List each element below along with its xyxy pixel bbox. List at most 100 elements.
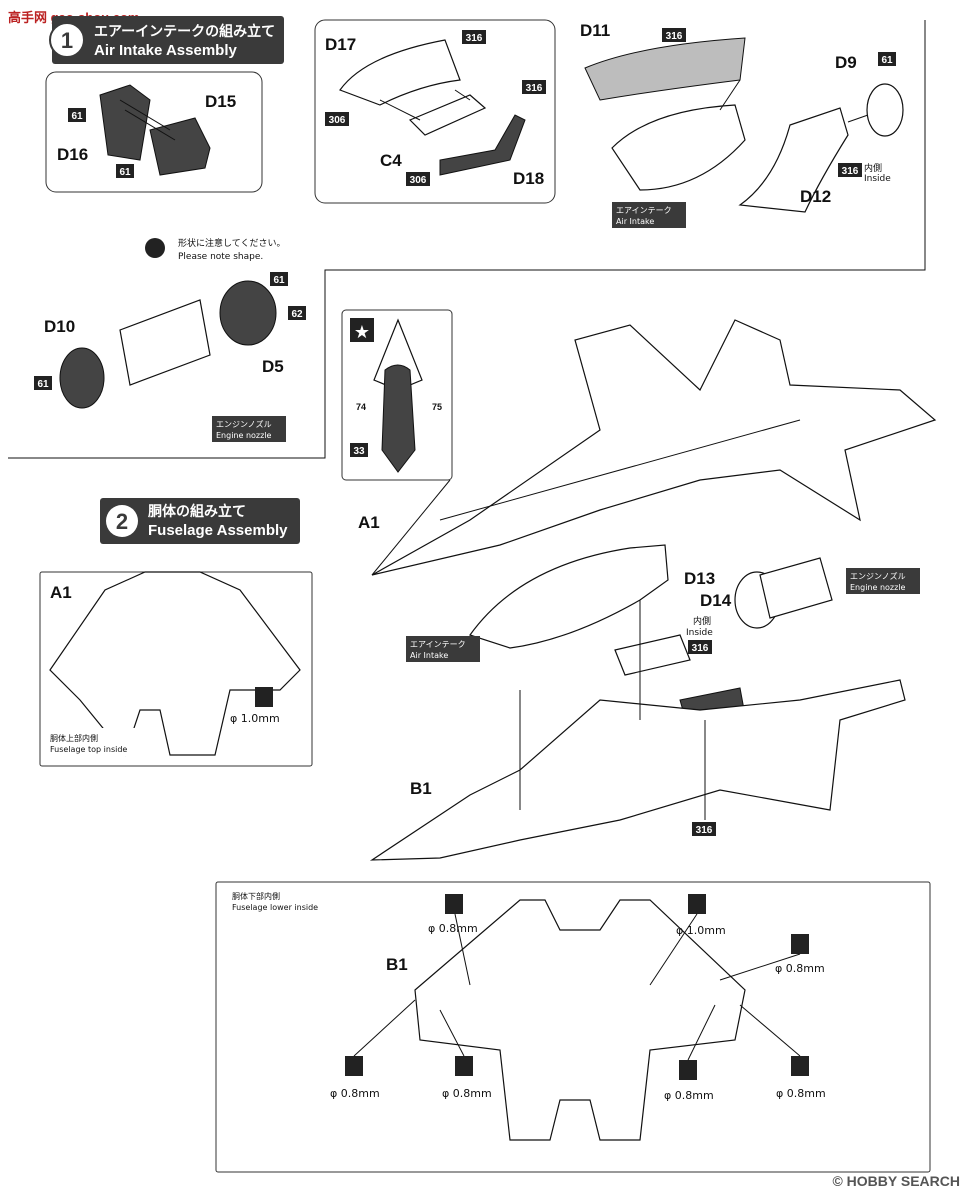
color-75: 75 — [432, 402, 442, 412]
drill-low-08-c: φ 0.8mm — [330, 1087, 380, 1100]
fuselage-top-inside-box: A1 φ 1.0mm 胴体上部内側 Fuselage top inside — [39, 571, 313, 767]
color-306-a: 306 — [329, 115, 346, 126]
drill-low-08-b: φ 0.8mm — [775, 962, 825, 975]
fuselage-top-shape — [371, 319, 937, 576]
inside-en-a: Inside — [864, 174, 891, 184]
footer-watermark: © HOBBY SEARCH — [832, 1173, 960, 1189]
inside-en-b: Inside — [686, 628, 713, 638]
label-d16: D16 — [57, 145, 88, 164]
step1-title-jp: エアーインテークの組み立て — [94, 23, 275, 39]
aircraft-upper-a1: A1 — [358, 319, 937, 576]
color-61-d: 61 — [273, 275, 285, 286]
nozzle-body-mid — [759, 557, 833, 619]
part-d17-shape — [339, 39, 461, 106]
color-61-a: 61 — [71, 111, 83, 122]
part-d5-shape — [219, 280, 277, 346]
drill-low-08-a: φ 0.8mm — [428, 922, 478, 935]
drill-low-08-f: φ 0.8mm — [776, 1087, 826, 1100]
color-316-c: 316 — [666, 31, 683, 42]
cockpit-star-box: ★ 74 75 33 — [341, 309, 453, 481]
part-d10-shape — [59, 347, 105, 409]
part-d12-shape — [738, 107, 849, 213]
mid-assembly: D13 D14 内側 Inside 316 エアインテーク Air Intake… — [406, 544, 920, 729]
step1-title-en: Air Intake Assembly — [94, 42, 237, 59]
drill-icon — [255, 687, 273, 707]
caution-icon — [145, 238, 165, 258]
label-b1-inside: B1 — [386, 955, 408, 974]
drill-low-08-d: φ 0.8mm — [442, 1087, 492, 1100]
top-inside-jp: 胴体上部内側 — [50, 733, 98, 743]
fuselage-lower-shape — [369, 679, 906, 861]
color-316-d: 316 — [842, 166, 859, 177]
label-d17: D17 — [325, 35, 356, 54]
part-d11-shape — [584, 37, 746, 101]
color-61-c: 61 — [881, 55, 893, 66]
label-a1-inside: A1 — [50, 583, 72, 602]
part-d16-shape — [99, 84, 151, 161]
color-61-e: 61 — [37, 379, 49, 390]
label-d18: D18 — [513, 169, 544, 188]
lower-inside-jp: 胴体下部内側 — [232, 891, 280, 901]
label-d13: D13 — [684, 569, 715, 588]
label-d12: D12 — [800, 187, 831, 206]
lower-inside-en: Fuselage lower inside — [232, 903, 318, 912]
label-d15: D15 — [205, 92, 236, 111]
part-d15-shape — [149, 117, 211, 176]
part-d13-mid — [614, 634, 691, 676]
lower-inside-shape — [414, 899, 746, 1141]
inside-jp-a: 内側 — [864, 162, 882, 174]
color-316-f: 316 — [696, 825, 713, 836]
label-d10: D10 — [44, 317, 75, 336]
seat-shape — [381, 364, 416, 473]
intake-mid-shape — [469, 544, 669, 649]
nozzle-note-en-b: Engine nozzle — [850, 583, 906, 592]
color-306-b: 306 — [410, 175, 427, 186]
intake-front-box: D15 D16 61 61 — [45, 71, 263, 193]
label-d9: D9 — [835, 53, 857, 72]
part-d18-shape — [439, 114, 526, 176]
label-c4: C4 — [380, 151, 402, 170]
step2-header: 2 胴体の組み立て Fuselage Assembly — [100, 498, 300, 544]
label-b1-main: B1 — [410, 779, 432, 798]
step2-title-jp: 胴体の組み立て — [148, 503, 246, 519]
drill-top-10: φ 1.0mm — [230, 712, 280, 725]
label-d14: D14 — [700, 591, 732, 610]
color-316-a: 316 — [466, 33, 483, 44]
label-d11: D11 — [580, 21, 610, 40]
color-74: 74 — [356, 402, 366, 412]
aircraft-lower-b1: B1 316 — [369, 600, 906, 861]
nozzle-note-en-a: Engine nozzle — [216, 431, 272, 440]
shape-note-en: Please note shape. — [178, 252, 263, 262]
intake-note-en-a: Air Intake — [616, 217, 654, 226]
part-nozzle-tube — [119, 299, 211, 386]
shape-note-jp: 形状に注意してください。 — [178, 237, 285, 249]
color-61-b: 61 — [119, 167, 131, 178]
intake-note-jp-a: エアインテーク — [616, 206, 672, 215]
color-316-e: 316 — [692, 643, 709, 654]
color-33: 33 — [353, 446, 365, 457]
part-c4-shape — [408, 94, 487, 136]
step2-number: 2 — [116, 509, 128, 534]
engine-nozzle-box: 形状に注意してください。 Please note shape. D10 D5 6… — [8, 20, 926, 459]
step1-number: 1 — [61, 28, 73, 53]
inside-jp-b: 内側 — [693, 615, 711, 627]
nozzle-note-jp-a: エンジンノズル — [216, 419, 272, 429]
part-intake-body — [611, 104, 746, 191]
intake-duct-group: D11 D9 D12 316 61 316 内側 Inside エアインテーク … — [580, 21, 904, 228]
fuselage-lower-inside-box: 胴体下部内側 Fuselage lower inside B1 φ 0.8mm … — [215, 881, 931, 1173]
label-d5: D5 — [262, 357, 284, 376]
nozzle-note-jp-b: エンジンノズル — [850, 571, 906, 581]
drill-low-08-e: φ 0.8mm — [664, 1089, 714, 1102]
star-icon: ★ — [354, 322, 370, 342]
step2-title-en: Fuselage Assembly — [148, 522, 288, 539]
intake-note-en-b: Air Intake — [410, 651, 448, 660]
label-a1-main: A1 — [358, 513, 380, 532]
intake-side-box: D17 C4 D18 316 316 306 306 — [314, 19, 556, 204]
color-316-b: 316 — [526, 83, 543, 94]
step1-header: 1 エアーインテークの組み立て Air Intake Assembly — [49, 16, 284, 64]
top-inside-en: Fuselage top inside — [50, 745, 127, 754]
part-d9-shape — [866, 83, 904, 137]
intake-note-jp-b: エアインテーク — [410, 640, 466, 649]
color-62: 62 — [291, 309, 303, 320]
